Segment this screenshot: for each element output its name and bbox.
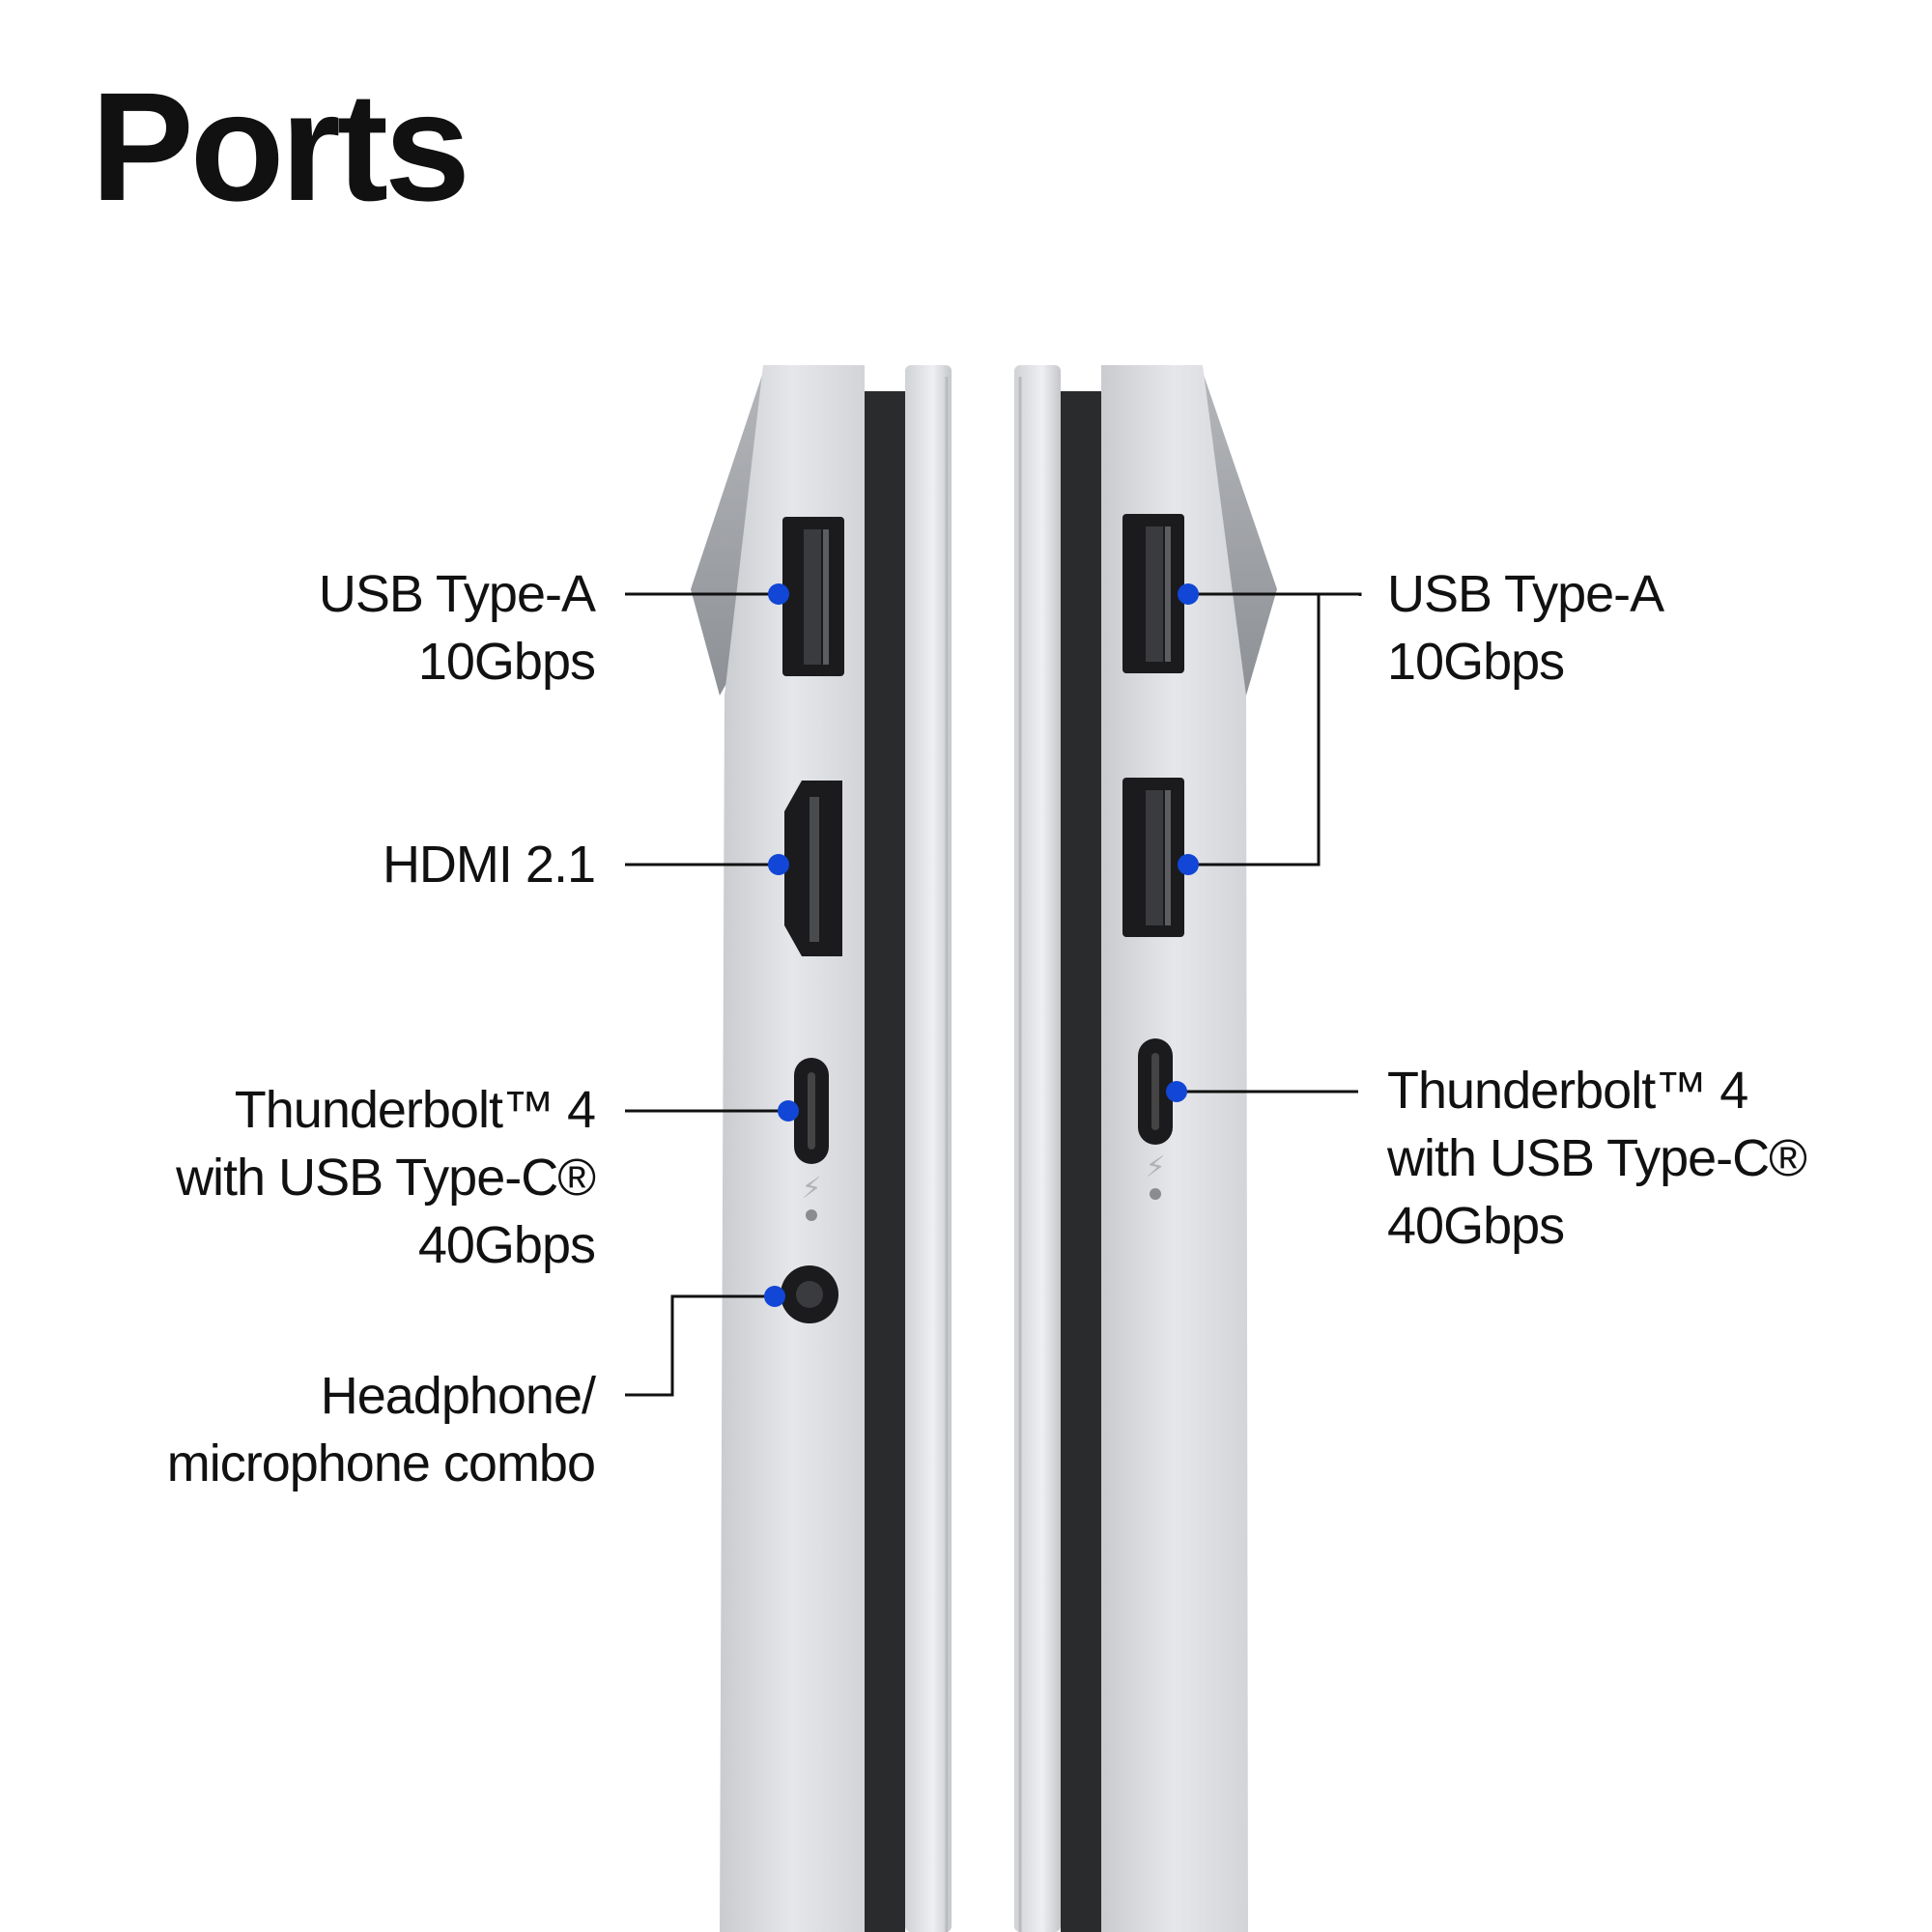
callout-line-right-usb-a-branch xyxy=(1188,594,1321,867)
right-usb-a-port-1 xyxy=(1122,514,1184,673)
left-hdmi-port xyxy=(784,781,842,956)
left-base xyxy=(720,365,865,1932)
left-thunderbolt-icon: ⚡ xyxy=(801,1173,821,1205)
page-title: Ports xyxy=(91,60,470,233)
right-lid xyxy=(1014,365,1061,1932)
marker-dot-right-thunderbolt xyxy=(1166,1081,1187,1102)
callout-line-left-headphone xyxy=(625,1294,775,1397)
label-left-usb-a: USB Type-A 10Gbps xyxy=(318,565,596,691)
left-headphone-jack xyxy=(781,1265,838,1323)
label-left-hdmi: HDMI 2.1 xyxy=(382,836,596,894)
right-laptop-side: ⚡ xyxy=(1014,365,1277,1932)
marker-dot-right-usb-a-1 xyxy=(1178,583,1199,605)
marker-dot-right-usb-a-2 xyxy=(1178,854,1199,875)
label-right-usb-a: USB Type-A 10Gbps xyxy=(1387,565,1664,691)
right-usb-a-port-2 xyxy=(1122,778,1184,937)
left-laptop-side: ⚡ xyxy=(691,365,952,1932)
marker-dot-left-thunderbolt xyxy=(778,1100,799,1122)
left-gap xyxy=(865,391,905,1932)
marker-dot-left-usb-a xyxy=(768,583,789,605)
left-thunderbolt-port: ⚡ xyxy=(794,1058,829,1221)
right-gap xyxy=(1061,391,1101,1932)
right-thunderbolt-icon: ⚡ xyxy=(1145,1151,1165,1183)
label-left-headphone: Headphone/ microphone combo xyxy=(166,1367,596,1492)
label-left-thunderbolt: Thunderbolt™ 4 with USB Type-C® 40Gbps xyxy=(176,1081,596,1274)
left-usb-a-port xyxy=(782,517,844,676)
marker-dot-left-headphone xyxy=(764,1286,785,1307)
right-thunderbolt-port: ⚡ xyxy=(1138,1038,1173,1200)
left-lid xyxy=(905,365,952,1932)
marker-dot-left-hdmi xyxy=(768,854,789,875)
right-base xyxy=(1101,365,1248,1932)
label-right-thunderbolt: Thunderbolt™ 4 with USB Type-C® 40Gbps xyxy=(1387,1062,1807,1255)
